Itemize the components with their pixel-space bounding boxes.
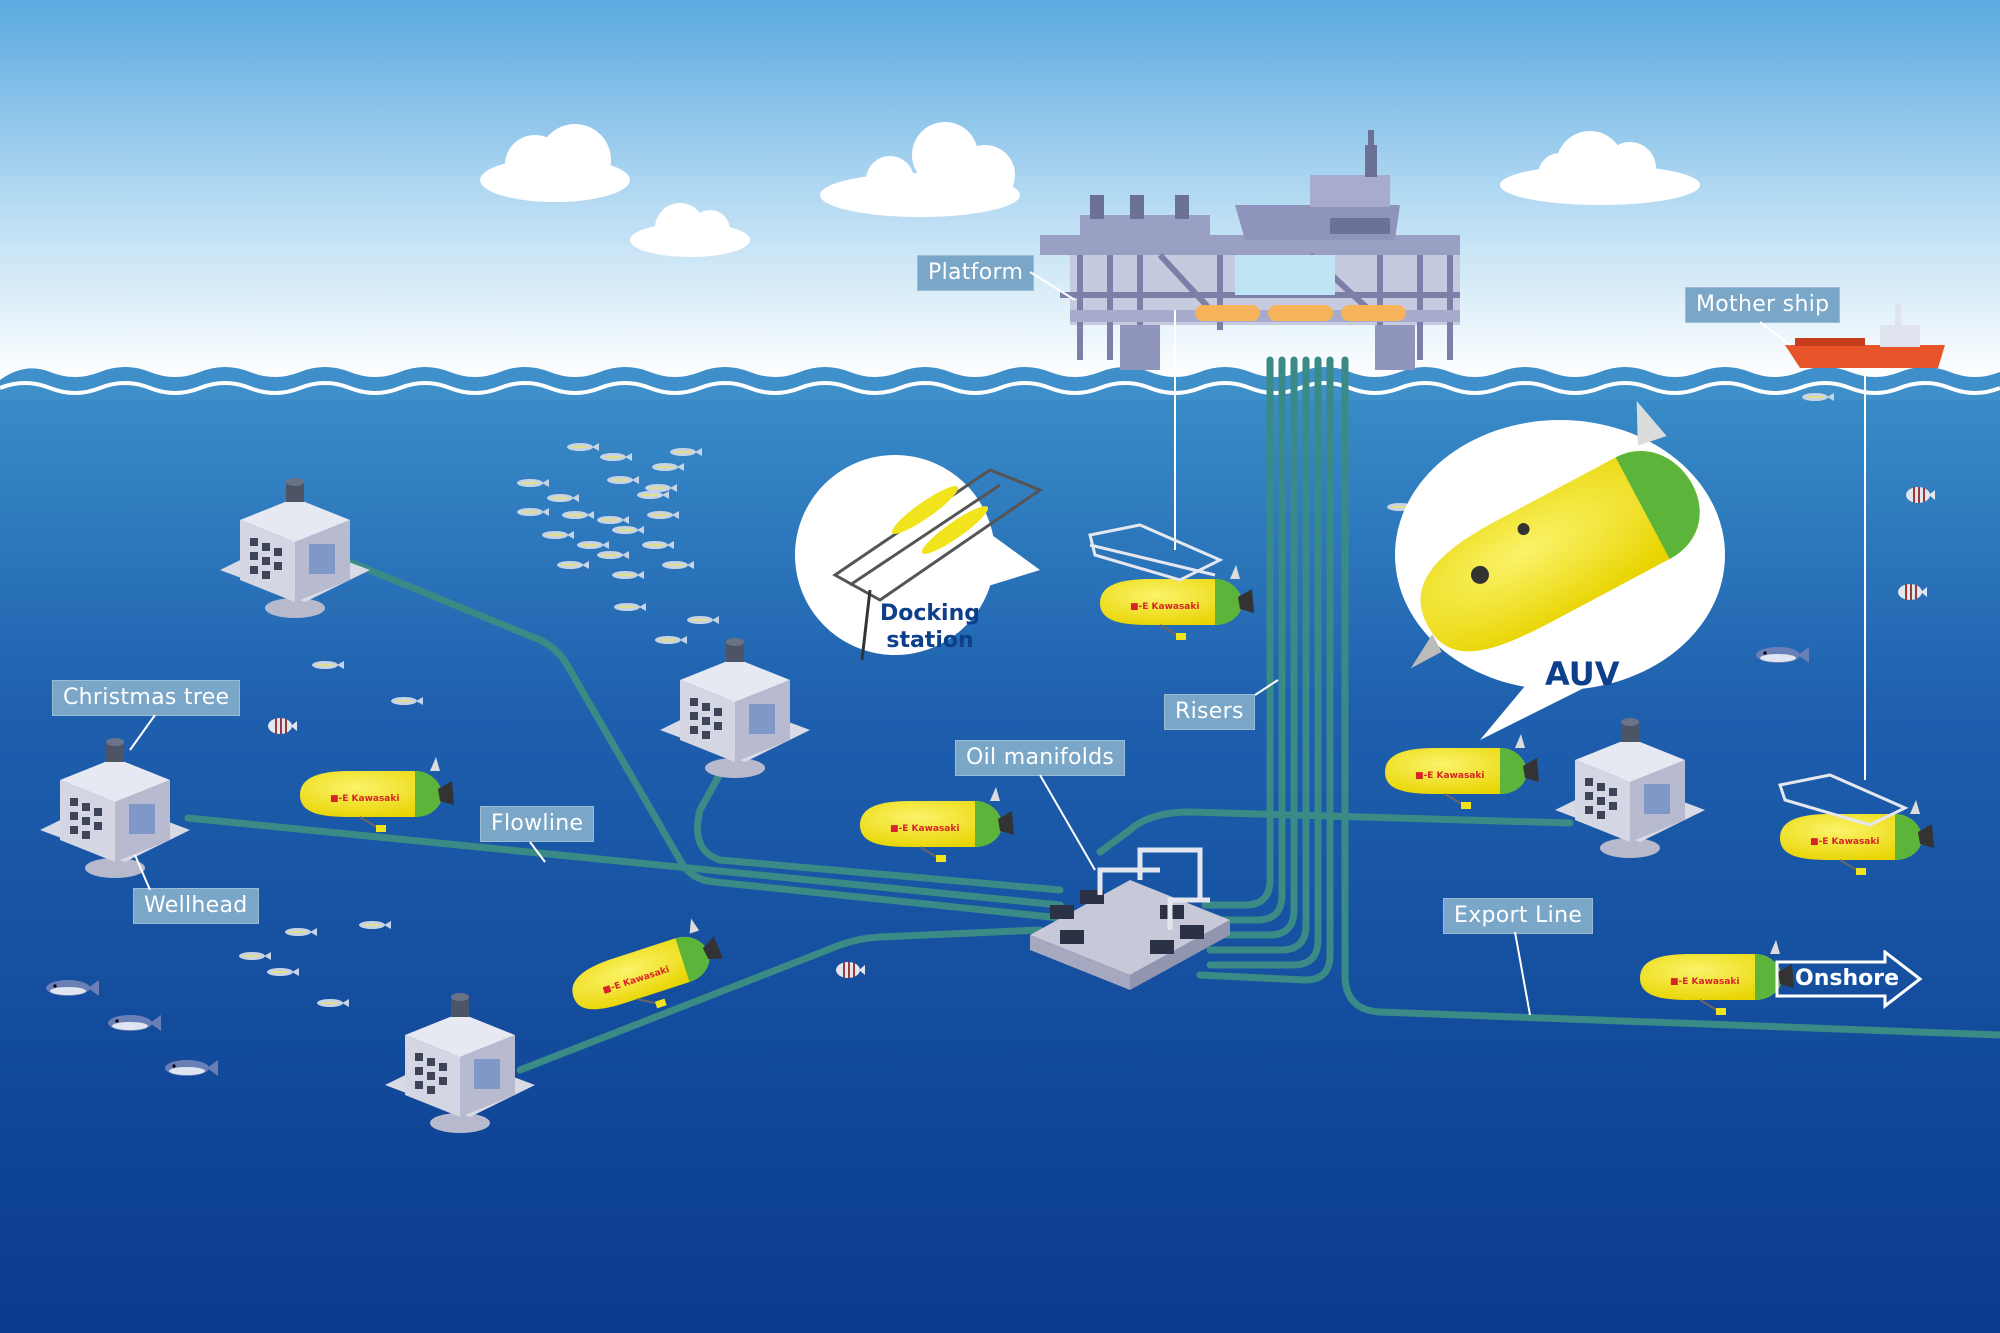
onshore-label: Onshore <box>1795 966 1900 991</box>
auv-title: AUV <box>1545 655 1620 693</box>
label-platform: Platform <box>917 255 1035 291</box>
auv-bubble <box>1395 400 1725 740</box>
platform-structure <box>1040 130 1460 550</box>
cloud <box>820 122 1020 217</box>
label-export-line: Export Line <box>1443 898 1594 934</box>
cloud <box>480 124 630 202</box>
mother-ship <box>1785 303 1945 780</box>
label-wellhead: Wellhead <box>133 888 259 924</box>
docking-station-bubble <box>795 455 1044 661</box>
label-flowline: Flowline <box>480 806 595 842</box>
oil-manifold-structure <box>1030 847 1230 990</box>
docking-station-line2: station <box>886 628 974 653</box>
docking-frame <box>1088 523 1909 827</box>
docking-station-title: Docking station <box>870 600 990 654</box>
onshore-arrow <box>1775 950 1923 1010</box>
label-mother-ship: Mother ship <box>1685 287 1841 323</box>
label-risers: Risers <box>1164 694 1255 730</box>
label-oil-manifolds: Oil manifolds <box>955 740 1126 776</box>
docking-station-line1: Docking <box>880 601 980 626</box>
cloud <box>1500 131 1700 205</box>
label-christmas-tree: Christmas tree <box>52 680 241 716</box>
cloud <box>630 203 750 257</box>
